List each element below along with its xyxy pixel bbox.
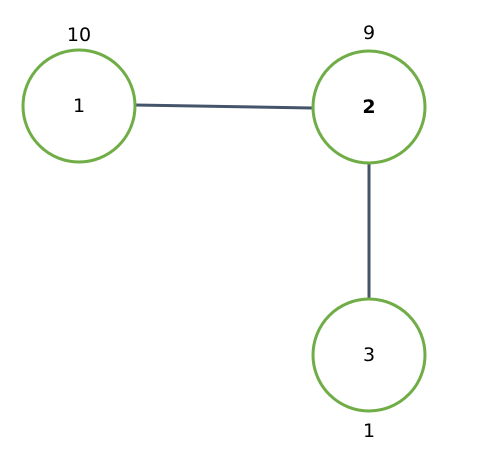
node-1: 1 10: [21, 24, 137, 164]
edge-1-2: [134, 103, 313, 110]
node-3-circle: [311, 297, 427, 413]
node-3-label: 3: [363, 344, 375, 366]
node-2-value: 9: [363, 22, 375, 44]
node-2-circle: [311, 49, 427, 165]
node-1-circle: [21, 48, 137, 164]
node-2: 2 9: [311, 22, 427, 165]
node-1-label: 1: [73, 95, 85, 117]
node-2-label: 2: [362, 96, 375, 118]
node-1-value: 10: [67, 24, 91, 46]
node-3-value: 1: [363, 420, 375, 442]
node-3: 3 1: [311, 297, 427, 442]
